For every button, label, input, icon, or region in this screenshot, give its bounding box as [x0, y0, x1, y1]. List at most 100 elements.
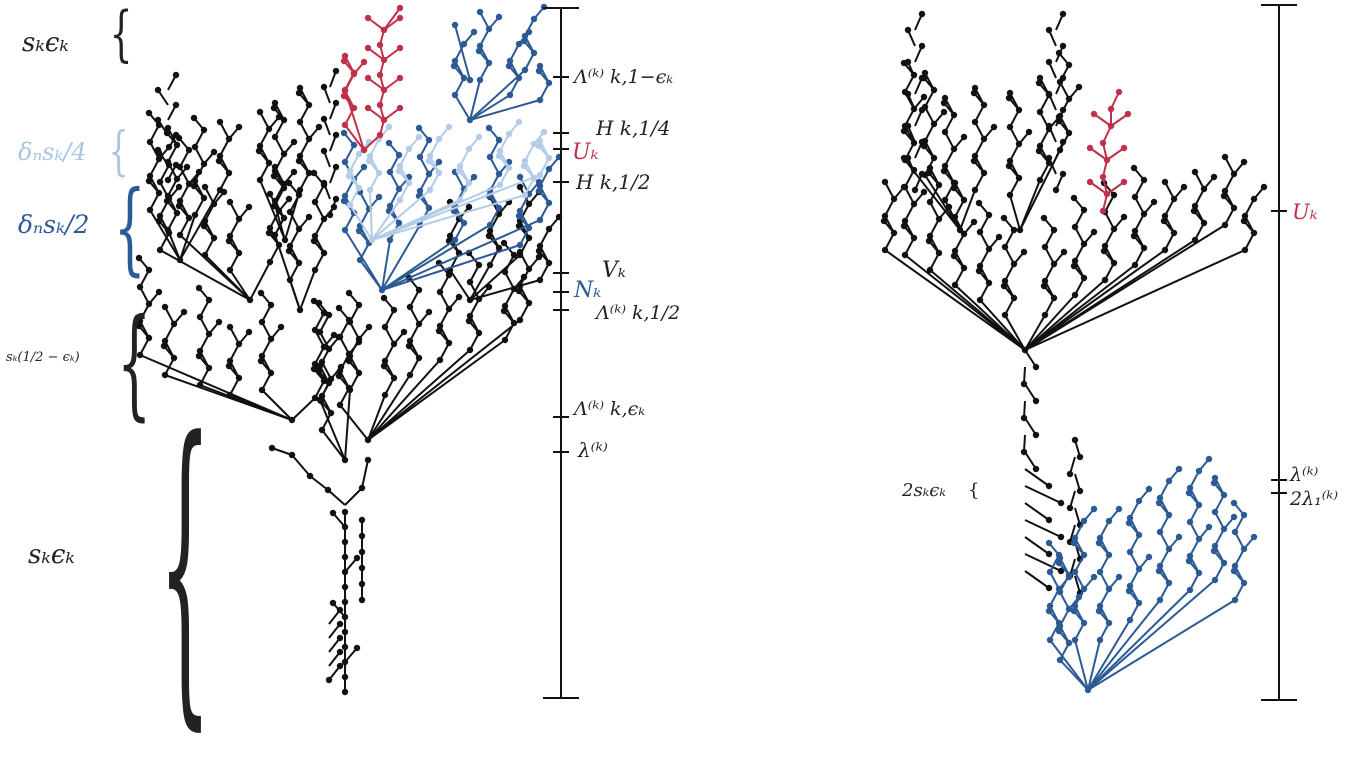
tree-node: [190, 114, 198, 122]
tree-node: [1160, 217, 1168, 225]
tree-node: [335, 304, 343, 312]
tree-node: [1005, 94, 1013, 102]
tree-node: [336, 648, 344, 656]
tree-node: [155, 288, 163, 296]
tree-node: [1045, 550, 1053, 558]
tree-node: [396, 4, 404, 12]
tree-node: [1115, 88, 1123, 96]
label-n: Nₖ: [574, 278, 602, 303]
tree-node: [285, 247, 293, 255]
tree-node: [1145, 553, 1153, 561]
tree-node: [918, 170, 926, 178]
tree-node: [364, 104, 372, 112]
tree-node: [245, 203, 253, 211]
tree-node: [1025, 128, 1033, 136]
tree-node: [335, 372, 343, 380]
tree-node: [195, 352, 203, 360]
tree-node: [161, 303, 169, 311]
tree-node: [918, 74, 926, 82]
tree-node: [1230, 513, 1238, 521]
right-axis: [1261, 4, 1297, 701]
tree-node: [375, 193, 383, 201]
tree-node: [396, 44, 404, 52]
tree-node: [970, 157, 978, 165]
tree-node: [1045, 26, 1053, 34]
tree-node: [520, 37, 528, 45]
tree-node: [145, 177, 153, 185]
tree-node: [332, 163, 340, 171]
tree-node: [918, 106, 926, 114]
tree-node: [445, 123, 453, 131]
tree-node: [336, 620, 344, 628]
tree-node: [320, 147, 328, 155]
tree-node: [1059, 138, 1067, 146]
tree-node: [345, 289, 353, 297]
tree-node: [1045, 154, 1053, 162]
tree-node: [225, 362, 233, 370]
tree-node: [515, 287, 523, 295]
label-sk-eps-top: sₖϵₖ: [22, 28, 69, 58]
tree-node: [320, 115, 328, 123]
tree-node: [920, 93, 928, 101]
tree-node: [516, 173, 524, 181]
tree-node: [1076, 453, 1084, 461]
tree-node: [535, 142, 543, 150]
tree-node: [425, 308, 433, 316]
tree-node: [881, 178, 889, 186]
tree-node: [970, 89, 978, 97]
tree-node: [1045, 482, 1053, 490]
tree-node: [396, 74, 404, 82]
tree-node: [1059, 10, 1067, 18]
tree-node: [145, 109, 153, 117]
tree-node: [172, 101, 180, 109]
tree-node: [200, 222, 208, 230]
tree-node: [960, 133, 968, 141]
tree-node: [364, 456, 372, 464]
tree-node: [396, 104, 404, 112]
tree-node: [435, 158, 443, 166]
tree-node: [277, 323, 285, 331]
tree-node: [1145, 485, 1153, 493]
tree-node: [904, 90, 912, 98]
tree-node: [195, 284, 203, 292]
tree-node: [1150, 198, 1158, 206]
tree-node: [880, 217, 888, 225]
tree-node: [1020, 248, 1028, 256]
tree-node: [904, 154, 912, 162]
tree-node: [329, 509, 337, 517]
tree-node: [904, 122, 912, 130]
tree-node: [337, 363, 345, 371]
tree-node: [320, 83, 328, 91]
tree-node: [364, 14, 372, 22]
tree-node: [380, 294, 388, 302]
tree-node: [310, 365, 318, 373]
tree-node: [400, 328, 408, 336]
tree-node: [975, 199, 983, 207]
tree-node: [255, 147, 263, 155]
tree-node: [265, 229, 273, 237]
tree-node: [336, 606, 344, 614]
tree-node: [1155, 499, 1163, 507]
label-sk-eps-bottom: sₖϵₖ: [28, 540, 75, 570]
tree-node: [470, 173, 478, 181]
tree-node: [405, 342, 413, 350]
tree-node: [1036, 74, 1044, 82]
tree-node: [1032, 431, 1040, 439]
tree-node: [1059, 42, 1067, 50]
tree-node: [172, 71, 180, 79]
tree-node: [163, 197, 171, 205]
brace-right-small: {: [968, 480, 980, 501]
tree-node: [235, 123, 243, 131]
tree-node: [1115, 505, 1123, 513]
tree-node: [920, 188, 928, 196]
label-u-right: Uₖ: [1292, 200, 1318, 224]
tree-node: [1045, 539, 1053, 547]
tree-node: [1130, 164, 1138, 172]
tree-node: [1120, 178, 1128, 186]
tree-node: [270, 104, 278, 112]
tree-node: [1000, 282, 1008, 290]
tree-node: [1090, 505, 1098, 513]
tree-node: [365, 157, 373, 165]
tree-node: [332, 99, 340, 107]
tree-node: [365, 323, 373, 331]
